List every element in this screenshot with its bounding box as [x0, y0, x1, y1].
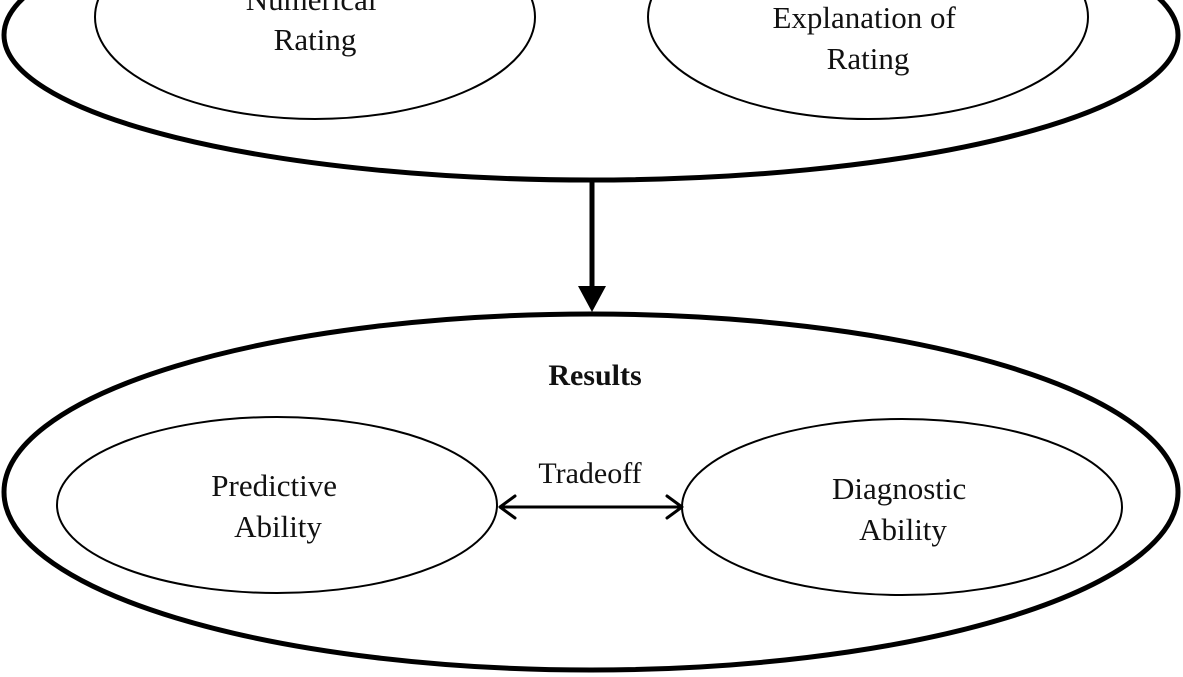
explanation-rating-label: Explanation of Rating [772, 0, 963, 76]
top-group: Numerical Rating Explanation of Rating [1, 0, 1181, 183]
predictive-ability-line-2: Ability [234, 509, 322, 544]
results-title: Results [548, 359, 641, 392]
explanation-rating-line-2: Rating [827, 41, 910, 76]
diagnostic-ability-node [681, 418, 1123, 596]
predictive-ability-label: Predictive Ability [211, 468, 344, 544]
top-outer-ellipse [1, 0, 1181, 183]
numerical-rating-line-2: Rating [274, 22, 357, 57]
tradeoff-label: Tradeoff [538, 457, 641, 490]
predictive-ability-line-1: Predictive [211, 468, 337, 503]
results-outer-ellipse [1, 311, 1181, 673]
left-arrow-head [498, 494, 517, 520]
numerical-rating-line-1: Numerical [246, 0, 377, 17]
top-to-results-arrow [578, 181, 606, 312]
results-group: Results Predictive Ability Diagnostic Ab… [1, 311, 1181, 673]
diagnostic-ability-label: Diagnostic Ability [832, 471, 974, 547]
numerical-rating-node [94, 0, 536, 120]
arrow-head-down [578, 286, 606, 312]
tradeoff-double-arrow [498, 494, 684, 520]
predictive-ability-node [56, 416, 498, 594]
diagnostic-ability-line-1: Diagnostic [832, 471, 966, 506]
numerical-rating-label: Numerical Rating [246, 0, 385, 57]
right-arrow-head [665, 494, 684, 520]
diagnostic-ability-line-2: Ability [859, 512, 947, 547]
explanation-rating-node [647, 0, 1089, 120]
explanation-rating-line-1: Explanation of [772, 0, 956, 35]
